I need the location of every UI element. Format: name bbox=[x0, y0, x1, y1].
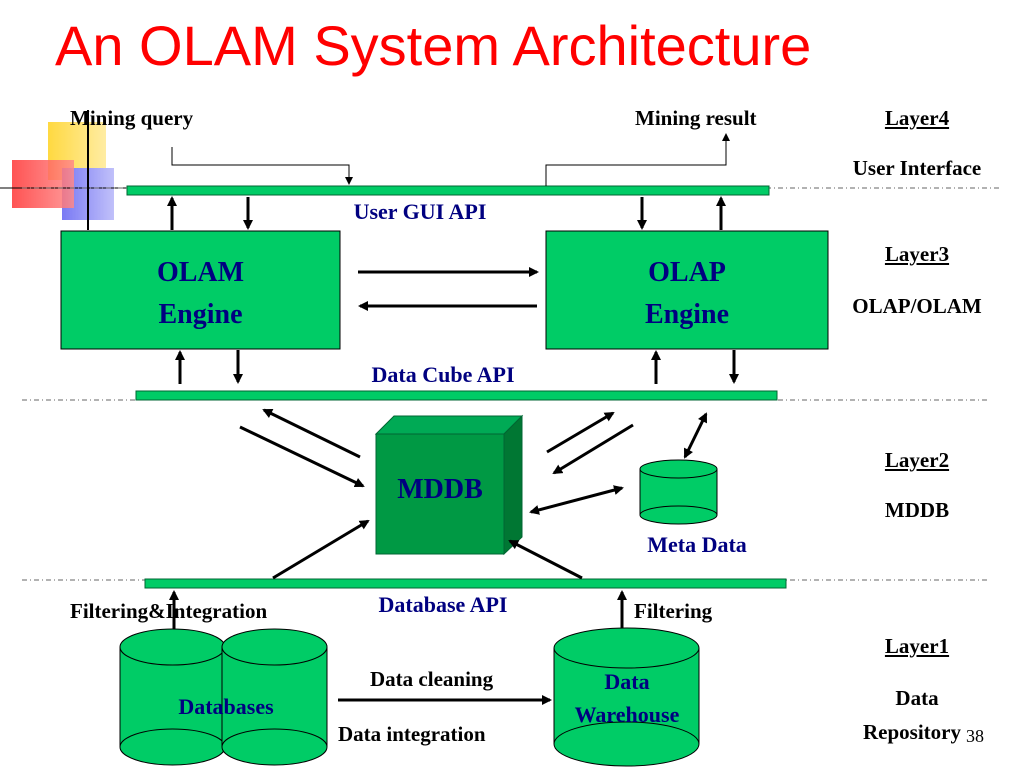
olam-engine-line2: Engine bbox=[158, 299, 243, 330]
data-cleaning-label: Data cleaning bbox=[370, 667, 494, 691]
data-cube-api-bar bbox=[135, 390, 778, 401]
mddb-cube bbox=[374, 414, 524, 556]
mining-query-line bbox=[171, 147, 353, 185]
user-gui-api-label: User GUI API bbox=[353, 199, 487, 224]
layer1-description-line1: Data bbox=[895, 686, 939, 710]
olam-engine-box bbox=[60, 230, 341, 350]
mddb-to-cube-arrow-right1 bbox=[546, 411, 615, 454]
warehouse-label-line1: Data bbox=[604, 669, 650, 694]
meta-data-label: Meta Data bbox=[647, 532, 747, 557]
data-integration-label: Data integration bbox=[338, 722, 486, 746]
mining-query-label: Mining query bbox=[70, 106, 194, 130]
databases-label: Databases bbox=[178, 694, 274, 719]
databases-cylinder-right bbox=[221, 628, 328, 766]
mddb-to-cube-arrow-left1 bbox=[262, 408, 361, 459]
data-cube-api-label: Data Cube API bbox=[371, 362, 515, 387]
database-api-label: Database API bbox=[378, 592, 508, 617]
slide-title: An OLAM System Architecture bbox=[55, 14, 812, 77]
layer2-description: MDDB bbox=[884, 498, 950, 522]
db-api-to-mddb-arrow-right bbox=[508, 539, 583, 580]
user-gui-api-bar bbox=[126, 185, 770, 196]
olap-engine-line1: OLAP bbox=[648, 257, 726, 288]
filtering-label: Filtering bbox=[634, 599, 713, 623]
mddb-label: MDDB bbox=[397, 474, 483, 505]
layer2-label: Layer2 bbox=[884, 448, 950, 472]
db-api-to-mddb-arrow-left bbox=[272, 519, 370, 580]
olam-engine-label: OLAM Engine bbox=[61, 252, 340, 336]
olap-engine-box bbox=[545, 230, 829, 350]
mining-result-label: Mining result bbox=[635, 106, 757, 130]
meta-mddb-arrow bbox=[529, 485, 624, 515]
warehouse-label-line2: Warehouse bbox=[574, 702, 680, 727]
databases-cylinder-left bbox=[119, 628, 226, 766]
meta-data-cylinder bbox=[639, 459, 718, 525]
layer4-description: User Interface bbox=[852, 156, 982, 180]
olam-engine-line1: OLAM bbox=[156, 257, 245, 288]
layer4-label: Layer4 bbox=[884, 106, 950, 130]
meta-cube-arrow bbox=[683, 412, 708, 459]
layer1-description-line2: Repository bbox=[863, 720, 961, 744]
database-api-bar bbox=[144, 578, 787, 589]
layer3-description: OLAP/OLAM bbox=[852, 294, 982, 318]
data-warehouse-cylinder bbox=[553, 627, 700, 767]
olap-engine-label: OLAP Engine bbox=[546, 252, 828, 336]
layer1-label: Layer1 bbox=[884, 634, 950, 658]
cube-to-mddb-arrow-right2 bbox=[552, 423, 634, 475]
cube-to-mddb-arrow-left2 bbox=[239, 425, 365, 488]
layer3-label: Layer3 bbox=[884, 242, 950, 266]
decorative-logo bbox=[0, 110, 160, 230]
slide-number: 38 bbox=[966, 726, 984, 746]
olap-engine-line2: Engine bbox=[644, 299, 730, 330]
mining-result-line bbox=[545, 133, 730, 186]
filtering-integration-label: Filtering&Integration bbox=[70, 599, 268, 623]
